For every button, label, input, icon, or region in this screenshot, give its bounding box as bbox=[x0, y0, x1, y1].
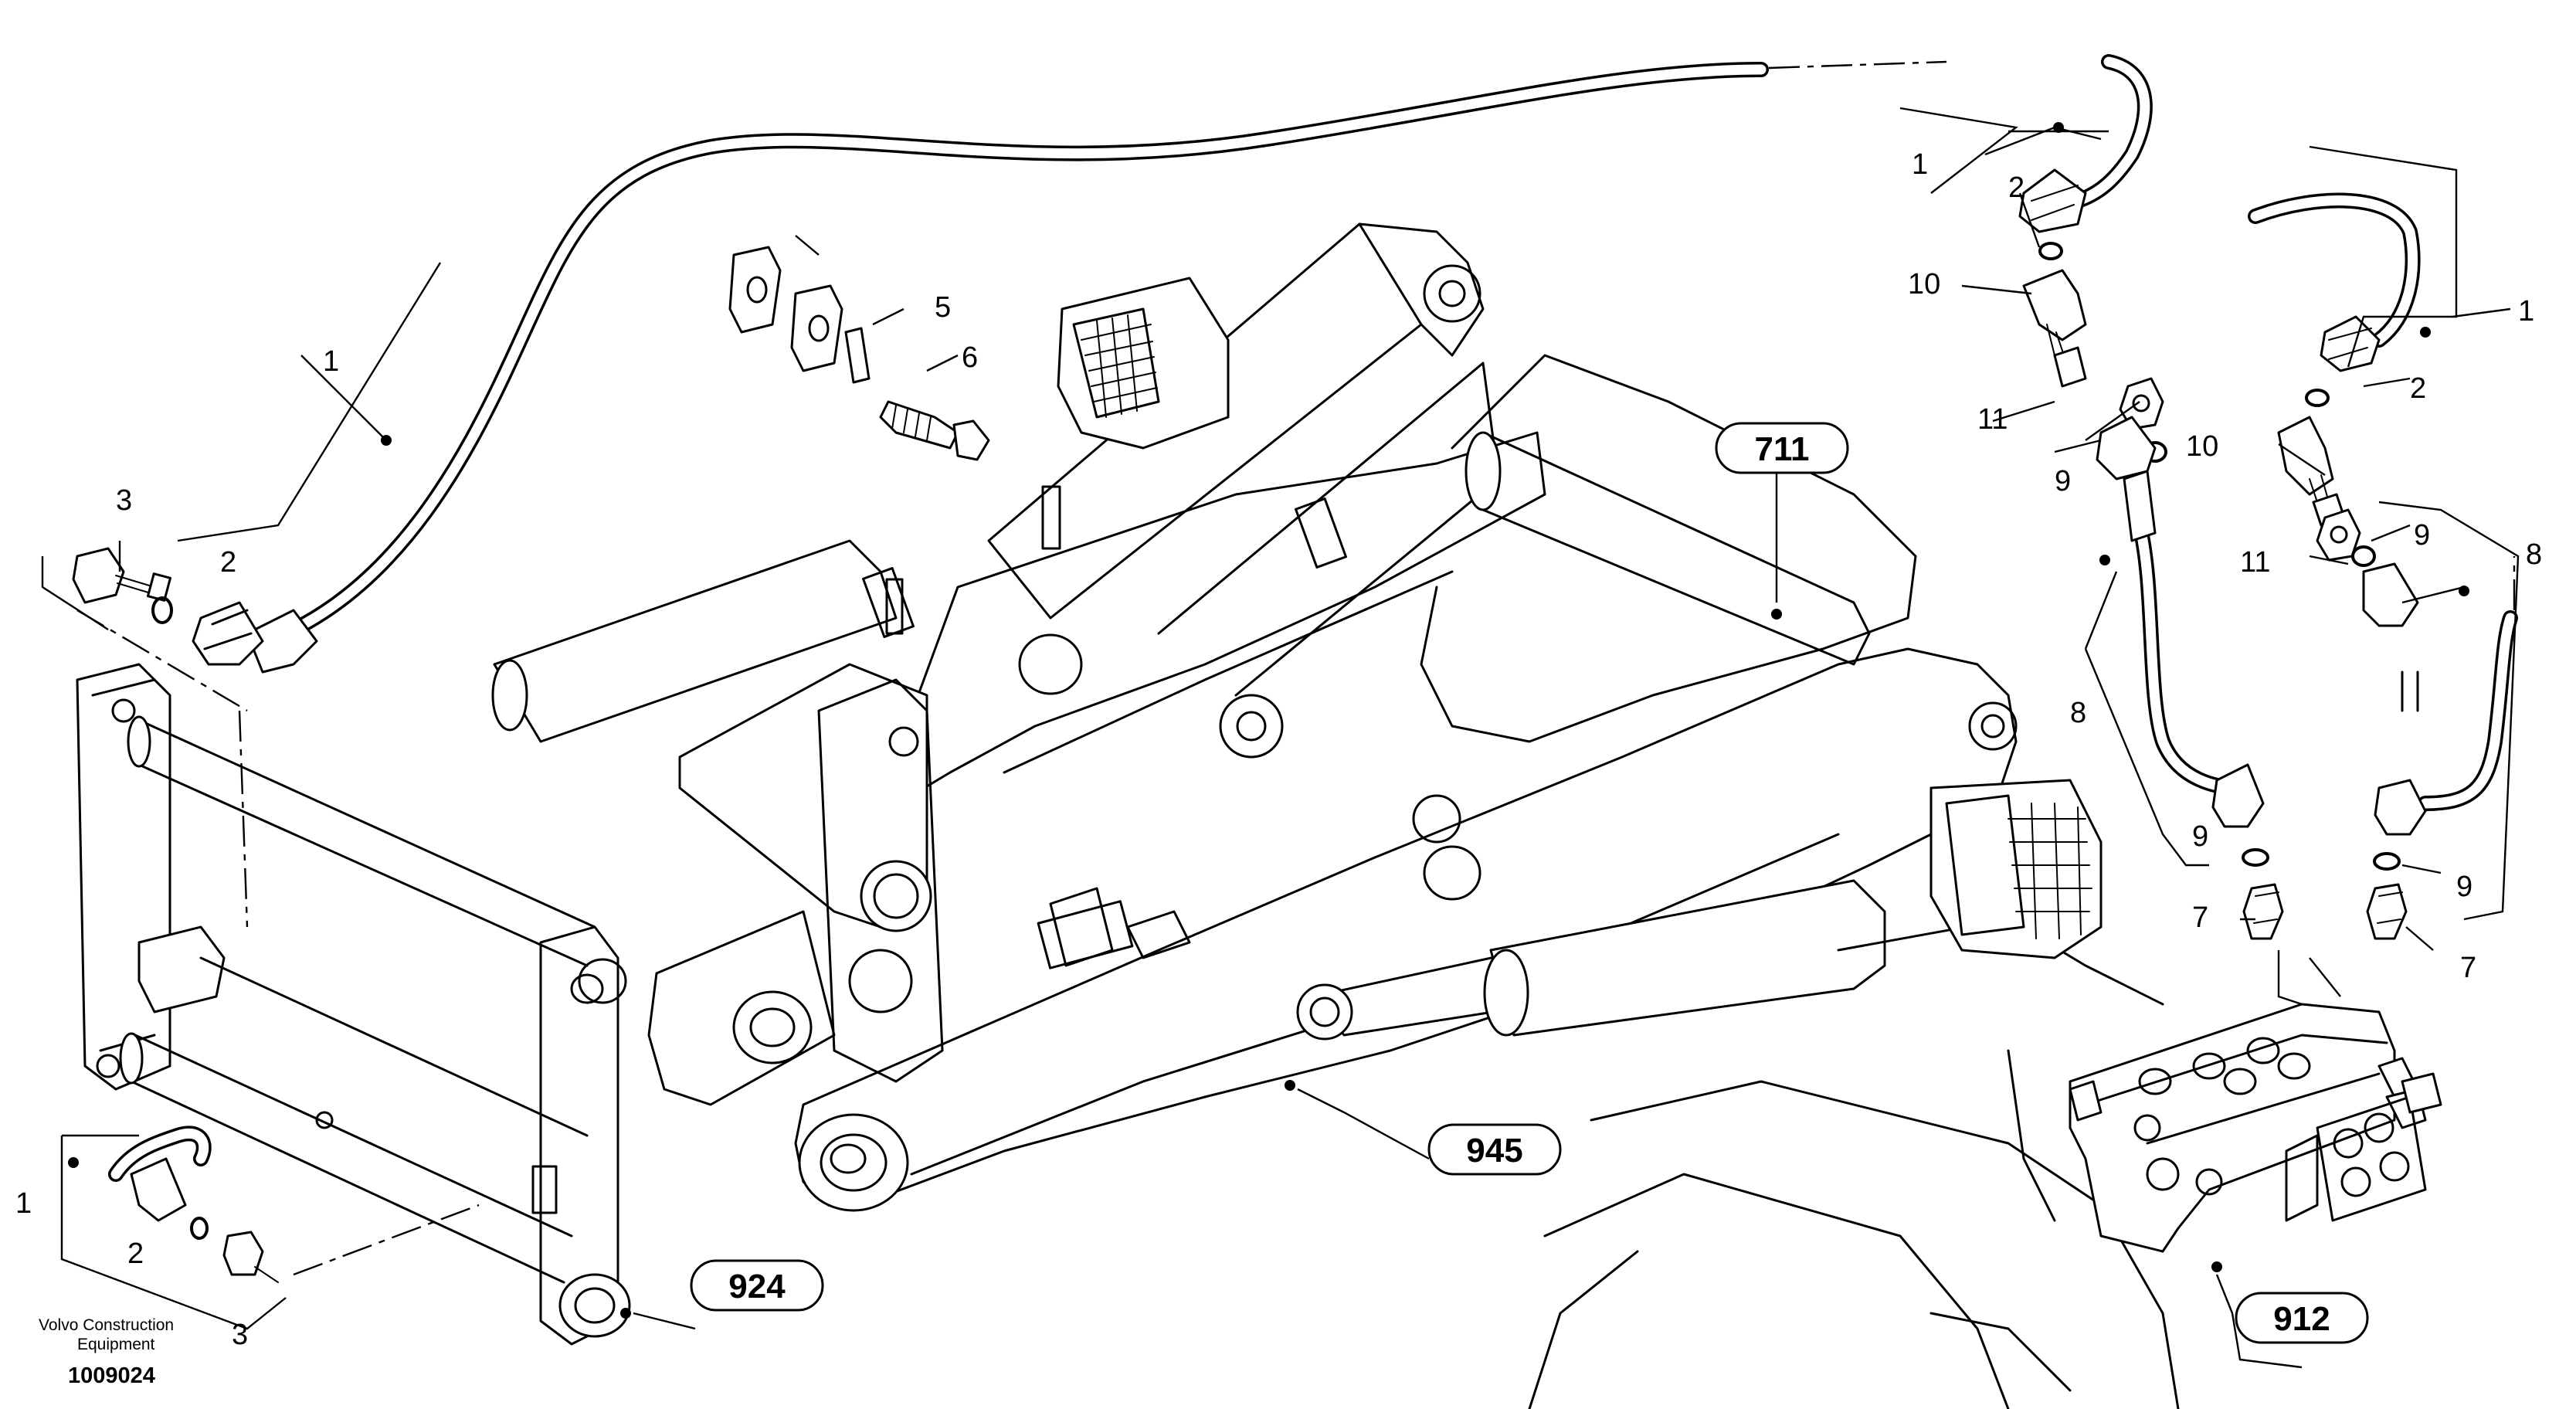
part-label-2-top: 2 bbox=[220, 546, 236, 579]
hose-fittings bbox=[72, 168, 2427, 1283]
callout-711: 711 bbox=[1715, 422, 1849, 474]
brand-line-2: Equipment bbox=[77, 1336, 155, 1353]
part-label-1-top: 1 bbox=[323, 345, 339, 378]
part-label-7-b: 7 bbox=[2460, 952, 2476, 984]
callout-924: 924 bbox=[690, 1259, 824, 1312]
part-label-1-bottom: 1 bbox=[15, 1187, 32, 1220]
left-cross-member bbox=[76, 663, 631, 1346]
leader-lines bbox=[41, 107, 2520, 1369]
part-label-8-a: 8 bbox=[2070, 697, 2086, 729]
part-label-6: 6 bbox=[962, 341, 978, 374]
part-label-2-upper-right-b: 2 bbox=[2410, 372, 2426, 405]
part-label-1-upper-right-b: 1 bbox=[2518, 295, 2534, 328]
callout-912-text: 912 bbox=[2273, 1300, 2330, 1338]
callout-711-text: 711 bbox=[1755, 430, 1810, 468]
callout-945-text: 945 bbox=[1466, 1132, 1522, 1170]
hydraulic-hoses bbox=[108, 54, 2518, 1222]
part-label-9-d: 9 bbox=[2456, 871, 2472, 903]
part-label-3-bottom: 3 bbox=[232, 1319, 248, 1351]
part-label-9-b: 9 bbox=[2192, 820, 2208, 853]
part-label-7-a: 7 bbox=[2192, 901, 2208, 934]
loader-frame-drawing bbox=[491, 222, 2180, 1409]
callout-912: 912 bbox=[2235, 1292, 2369, 1344]
part-label-10-b: 10 bbox=[2186, 430, 2218, 463]
part-label-2-upper-right-a: 2 bbox=[2008, 171, 2024, 204]
part-label-9-a: 9 bbox=[2055, 465, 2071, 497]
part-label-5: 5 bbox=[935, 291, 951, 324]
part-label-1-upper-right-a: 1 bbox=[1912, 148, 1928, 181]
part-label-3-top: 3 bbox=[116, 484, 132, 517]
control-valve-drawing bbox=[2069, 1003, 2442, 1253]
part-label-10-a: 10 bbox=[1908, 268, 1940, 300]
part-label-11-b: 11 bbox=[2240, 546, 2270, 579]
part-label-9-c: 9 bbox=[2414, 519, 2430, 552]
part-label-11-a: 11 bbox=[1977, 403, 2008, 436]
part-number-labels: 1 3 2 5 6 1 2 10 11 9 8 9 7 1 2 10 11 9 … bbox=[15, 148, 2542, 1351]
part-label-2-bottom: 2 bbox=[127, 1238, 144, 1270]
callout-924-text: 924 bbox=[728, 1268, 786, 1305]
brand-line-1: Volvo Construction bbox=[39, 1316, 174, 1334]
part-label-8-b: 8 bbox=[2526, 538, 2542, 571]
drawing-id: 1009024 bbox=[68, 1363, 155, 1388]
footer-credit: Volvo Construction Equipment 1009024 bbox=[39, 1316, 174, 1388]
callout-945: 945 bbox=[1427, 1123, 1562, 1176]
